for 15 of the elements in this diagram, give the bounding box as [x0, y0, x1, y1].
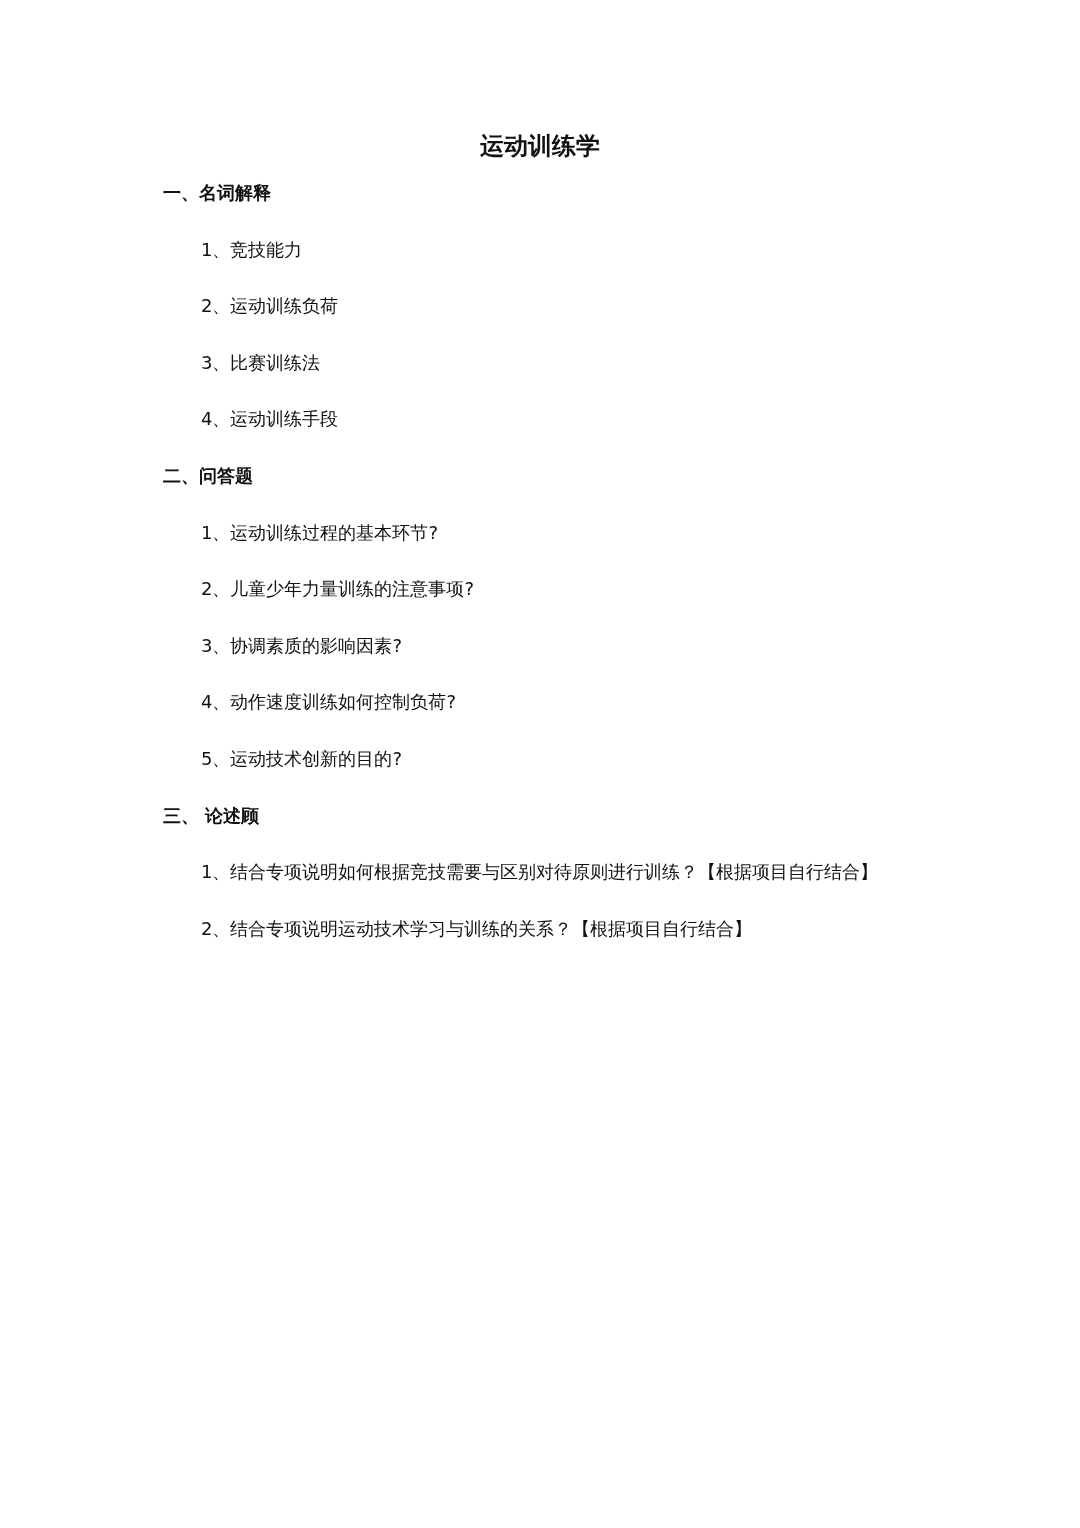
section-heading: 一、名词解释 [163, 182, 271, 204]
question-item: 1、运动训练过程的基本环节? [201, 521, 438, 544]
section-heading: 三、 论述顾 [163, 804, 260, 827]
section-heading: 二、问答题 [163, 465, 253, 487]
question-item: 2、运动训练负荷 [201, 295, 339, 317]
page-title: 运动训练学 [479, 132, 601, 161]
question-item: 1、结合专项说明如何根据竞技需要与区别对待原则进行训练？【根据项目自行结合】 [201, 861, 879, 883]
question-item: 1、竞技能力 [201, 238, 303, 261]
question-item: 4、动作速度训练如何控制负荷? [201, 691, 456, 713]
question-item: 2、结合专项说明运动技术学习与训练的关系？【根据项目自行结合】 [201, 917, 753, 940]
question-item: 2、儿童少年力量训练的注意事项? [201, 578, 474, 600]
question-item: 3、比赛训练法 [201, 351, 321, 374]
question-item: 5、运动技术创新的目的? [201, 748, 402, 770]
question-item: 3、协调素质的影响因素? [201, 634, 402, 657]
question-item: 4、运动训练手段 [201, 408, 339, 430]
